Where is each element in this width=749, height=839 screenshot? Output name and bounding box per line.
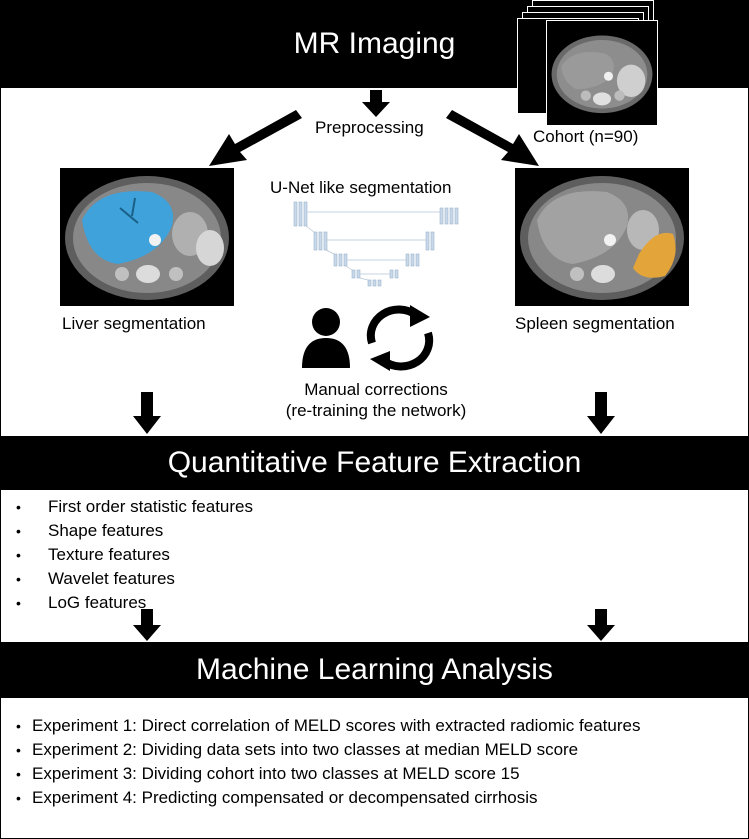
manual-corrections-line2: (re-training the network) (285, 401, 467, 420)
cohort-slice-front (546, 20, 658, 126)
spleen-segmentation-image (515, 168, 689, 306)
unet-architecture-icon (293, 201, 459, 287)
list-item: Wavelet features (14, 567, 253, 591)
list-item: First order statistic features (14, 495, 253, 519)
list-item: LoG features (14, 591, 253, 615)
header-title: MR Imaging (293, 27, 456, 60)
feature-list: First order statistic features Shape fea… (14, 495, 253, 615)
refresh-cycle-icon (366, 305, 434, 371)
feature-extraction-band: Quantitative Feature Extraction (0, 436, 749, 490)
preprocessing-label: Preprocessing (315, 118, 424, 137)
list-item: Texture features (14, 543, 253, 567)
list-item: Experiment 2: Dividing data sets into tw… (14, 738, 640, 762)
cohort-image-stack (512, 0, 662, 126)
spleen-segmentation-label: Spleen segmentation (515, 314, 675, 333)
list-item: Experiment 1: Direct correlation of MELD… (14, 714, 640, 738)
liver-segmentation-label: Liver segmentation (62, 314, 206, 333)
down-arrow-icon (362, 90, 390, 117)
ml-analysis-title: Machine Learning Analysis (196, 653, 553, 686)
list-item: Experiment 4: Predicting compensated or … (14, 786, 640, 810)
down-arrow-icon (133, 392, 161, 434)
ml-analysis-band: Machine Learning Analysis (0, 642, 749, 698)
diagonal-arrow-left-icon (209, 110, 302, 166)
unet-label: U-Net like segmentation (270, 178, 452, 197)
cohort-label: Cohort (n=90) (533, 127, 639, 146)
list-item: Experiment 3: Dividing cohort into two c… (14, 762, 640, 786)
person-icon (302, 308, 350, 368)
diagonal-arrow-right-icon (446, 110, 539, 166)
manual-corrections-line1: Manual corrections (304, 380, 448, 399)
down-arrow-icon (587, 609, 615, 641)
feature-extraction-title: Quantitative Feature Extraction (167, 446, 582, 479)
down-arrow-icon (587, 392, 615, 434)
experiment-list: Experiment 1: Direct correlation of MELD… (14, 714, 640, 810)
liver-segmentation-image (60, 168, 234, 306)
list-item: Shape features (14, 519, 253, 543)
down-arrow-icon (133, 609, 161, 641)
